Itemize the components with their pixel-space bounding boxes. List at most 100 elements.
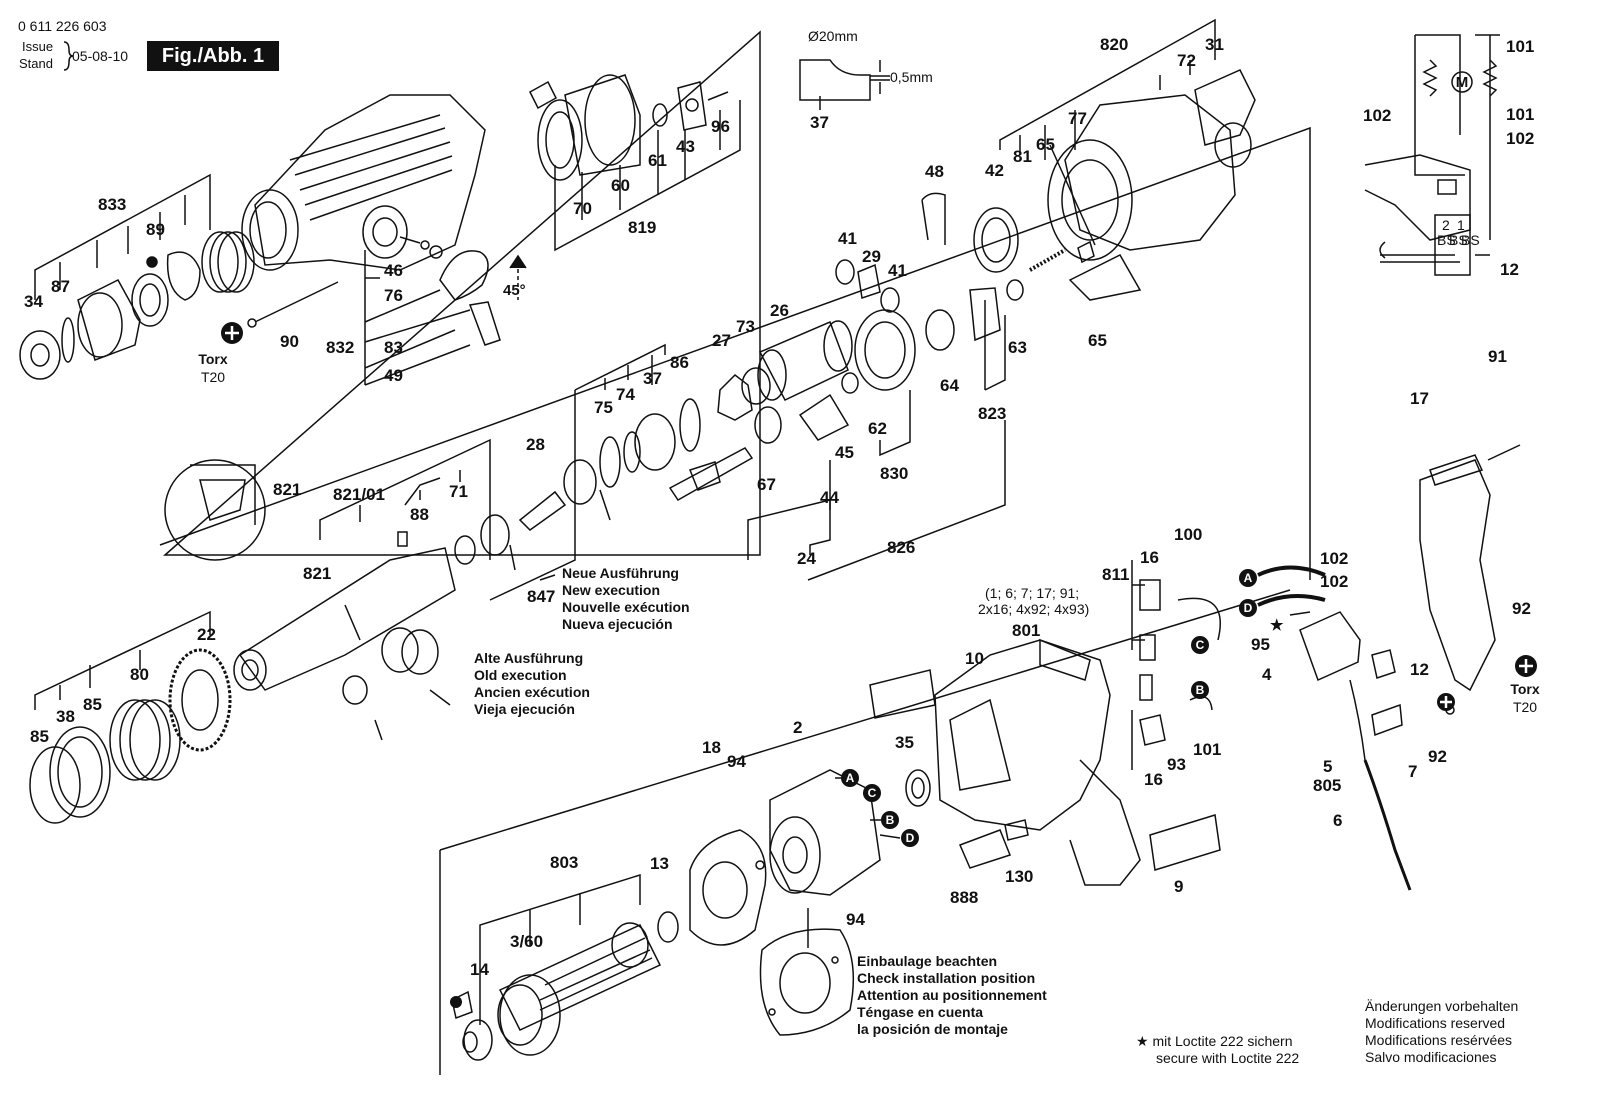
part-821-inset: 821 — [273, 480, 301, 499]
part-62: 62 — [868, 419, 887, 438]
part-75: 75 — [594, 398, 613, 417]
part-22: 22 — [197, 625, 216, 644]
part-888: 888 — [950, 888, 978, 907]
part-16-bottom: 16 — [1144, 770, 1163, 789]
part-85-left: 85 — [30, 727, 49, 746]
spindle-tube — [238, 547, 456, 691]
part-65-upper: 65 — [1036, 135, 1055, 154]
terminal-bs-3: BS — [1461, 232, 1480, 248]
issue-label: Issue — [22, 39, 54, 54]
part-61: 61 — [648, 151, 667, 170]
drill-chuck-parts — [19, 231, 255, 380]
part-88: 88 — [410, 505, 429, 524]
kit-contents-line1: (1; 6; 7; 17; 91; — [985, 585, 1079, 601]
torx-label-handle: Torx — [1510, 681, 1540, 697]
part-821-01: 821/01 — [333, 485, 385, 504]
connector-a-motor: A — [846, 771, 855, 785]
connector-b-brush: B — [1196, 683, 1205, 697]
part-28: 28 — [526, 435, 545, 454]
brush-ring-detail — [759, 928, 855, 1036]
part-4: 4 — [1262, 665, 1272, 684]
part-17: 17 — [1410, 389, 1429, 408]
part-12-switch: 12 — [1410, 660, 1429, 679]
part-102-switch-b: 102 — [1320, 572, 1348, 591]
part-2: 2 — [793, 718, 802, 737]
part-94-top: 94 — [727, 752, 746, 771]
part-5: 5 — [1323, 757, 1332, 776]
part-46: 46 — [384, 261, 403, 280]
note-modifications: Änderungen vorbehalten Modifications res… — [1365, 998, 1519, 1065]
part-811: 811 — [1102, 565, 1129, 584]
torx-size-handle: T20 — [1513, 699, 1537, 715]
frame-center — [159, 126, 1311, 580]
part-95: 95 — [1251, 635, 1270, 654]
part-65-lower: 65 — [1088, 331, 1107, 350]
part-6: 6 — [1333, 811, 1342, 830]
part-3-60: 3/60 — [510, 932, 543, 951]
connector-b-motor: B — [886, 813, 895, 827]
part-83: 83 — [384, 338, 403, 357]
terminal-bs-1: BS — [1437, 232, 1456, 248]
part-801: 801 — [1012, 621, 1040, 640]
frame-upper-left — [163, 30, 761, 556]
terminal-bs-2: BS — [1449, 232, 1468, 248]
loctite-star: ★ — [1270, 617, 1284, 634]
part-86: 86 — [670, 353, 689, 372]
part-13: 13 — [650, 854, 669, 873]
part-101-brush: 101 — [1193, 740, 1221, 759]
part-7: 7 — [1408, 762, 1417, 781]
angle-label: 45° — [503, 282, 526, 299]
selector-knob — [439, 250, 489, 301]
part-38: 38 — [56, 707, 75, 726]
part-821: 821 — [303, 564, 331, 583]
hammer-housing-drawing — [241, 94, 486, 271]
part-819: 819 — [628, 218, 656, 237]
motor-housing-drawing — [869, 638, 1221, 886]
motor-symbol-label: M — [1456, 74, 1469, 91]
part-70: 70 — [573, 199, 592, 218]
part-102-left: 102 — [1363, 106, 1391, 125]
part-130: 130 — [1005, 867, 1033, 886]
part-102-right: 102 — [1506, 129, 1534, 148]
gear-housing-drawing — [1047, 69, 1256, 261]
part-12-schematic: 12 — [1500, 260, 1519, 279]
part-43: 43 — [676, 137, 695, 156]
part-830: 830 — [880, 464, 908, 483]
part-41-left: 41 — [838, 229, 857, 248]
part-80: 80 — [130, 665, 149, 684]
part-14: 14 — [470, 960, 489, 979]
part-64: 64 — [940, 376, 959, 395]
part-87: 87 — [51, 277, 70, 296]
part-63: 63 — [1008, 338, 1027, 357]
part-94-bottom: 94 — [846, 910, 865, 929]
note-old-execution: Alte Ausführung Old execution Ancien exé… — [474, 650, 590, 717]
connector-c-brush: C — [1196, 638, 1205, 652]
part-73: 73 — [736, 317, 755, 336]
inset-detail-circle — [164, 459, 266, 561]
part-35: 35 — [895, 733, 914, 752]
part-101-mid: 101 — [1506, 105, 1534, 124]
part-96: 96 — [711, 117, 730, 136]
terminal-1: 1 — [1457, 217, 1465, 233]
connector-markers: A C B D C B A D — [841, 569, 1257, 847]
part-number-labels: 34 87 833 89 90 46 76 832 83 49 70 60 61… — [24, 35, 1534, 979]
part-85: 85 — [83, 695, 102, 714]
part-34: 34 — [24, 292, 43, 311]
frame-lower — [439, 589, 1291, 851]
terminal-2: 2 — [1442, 217, 1450, 233]
part-100: 100 — [1174, 525, 1202, 544]
part-92-right: 92 — [1512, 599, 1531, 618]
connector-d-switch: D — [1244, 601, 1253, 615]
part-803: 803 — [550, 853, 578, 872]
thickness-dimension: 0,5mm — [890, 69, 933, 85]
figure-label: Fig./Abb. 1 — [147, 41, 279, 71]
part-42: 42 — [985, 161, 1004, 180]
part-9: 9 — [1174, 877, 1183, 896]
part-37: 37 — [643, 369, 662, 388]
connector-d-motor: D — [906, 831, 915, 845]
part-77: 77 — [1068, 109, 1087, 128]
part-27: 27 — [712, 331, 731, 350]
stand-label: Stand — [19, 56, 53, 71]
part-72: 72 — [1177, 51, 1196, 70]
